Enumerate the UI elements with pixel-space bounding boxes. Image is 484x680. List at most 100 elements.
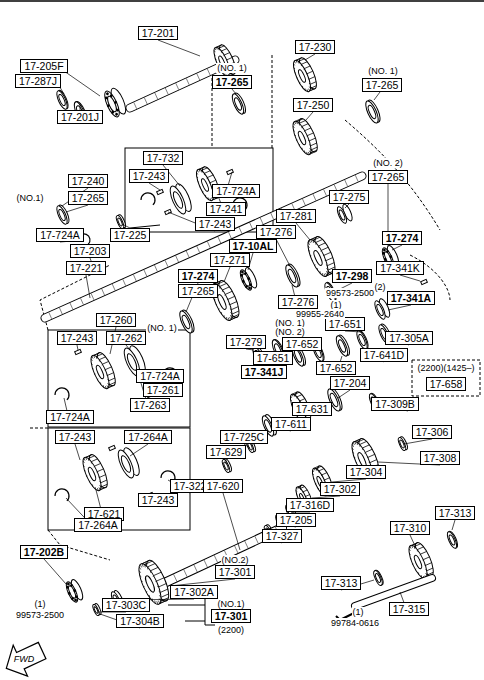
callout-box: 17-264A [74,518,122,532]
leader-line [75,444,80,460]
bearing-balls [238,269,254,291]
leader-line [226,459,227,464]
leader-line [77,345,78,350]
callout-number: 17-308 [424,452,457,464]
callout-number: 17-201J [61,111,99,123]
leader-line [130,444,148,456]
callout-box: 17-620 [203,479,244,493]
callout-box: 17-303C [102,598,150,612]
header-rule [0,0,484,2]
callout-box: 17-201J [57,110,103,124]
callout-number: 17-724A [140,370,180,382]
callout-box: 17-287J [15,74,61,88]
callout-number: 17-205 [280,514,313,526]
callout-box: 17-243 [138,493,179,507]
ring [64,578,85,603]
callout-box: 17-265 [362,78,403,92]
spring-clip [141,193,155,205]
callout-number: 17-264A [78,519,118,531]
callout-number: 17-652 [320,362,353,374]
callout-box: 17-243 [129,169,170,183]
leader-line [232,89,236,94]
leader-line [158,40,200,56]
callout-box: 17-241 [206,202,247,216]
callout-box: 17-313 [435,506,476,520]
callout-number: 17-724A [50,411,90,423]
callout-number: 17-651 [257,352,290,364]
part-note: 99784-0616 [330,618,380,628]
ring [445,530,459,549]
shift-key [109,445,116,450]
callout-box: 17-302 [320,482,361,496]
part-note: (NO. 2) [274,327,306,337]
callout-number: 17-276 [282,296,315,308]
callout-number: 17-322 [174,480,207,492]
callout-number: 17-641D [364,349,404,361]
callout-number: 17-243 [133,170,166,182]
callout-number: 17-10AL [233,240,274,252]
callout-box: 17-724A [136,369,184,383]
callout-box: 17-724A [46,410,94,424]
ring [102,86,129,118]
callout-number: 17-265 [366,79,399,91]
callout-number: 17-281 [280,210,313,222]
callout-box: 17-301 [211,609,252,623]
callout-box: 17-243 [57,331,98,345]
callout-number: 17-302A [174,586,214,598]
callout-box: 17-205F [20,59,67,73]
group-frame [48,330,190,427]
callout-box: 17-205 [276,513,317,527]
callout-box: 17-724A [212,184,260,198]
fwd-arrow [0,635,49,680]
callout-number: 17-652 [286,338,319,350]
ring [238,266,259,291]
callout-box: 17-341K [376,261,424,275]
callout-box: 17-10AL [229,239,278,253]
callout-box: 17-202B [20,545,68,559]
callout-number: 17-327 [266,530,299,542]
ring [177,309,196,335]
part-note: (2200) [217,625,245,635]
part-note: (2) [374,282,387,292]
callout-number: 17-631 [296,403,329,415]
callout-box: 17-641D [360,348,408,362]
callout-number: 17-611 [275,418,307,430]
callout-number: 17-316D [290,499,330,511]
callout-number: 17-230 [299,41,332,53]
ring [372,569,385,586]
shaft [45,175,362,319]
ring [283,263,302,289]
callout-box: 17-309B [371,397,419,411]
group-frame [125,148,273,232]
callout-box: 17-265 [212,75,253,89]
callout-box: 17-302A [170,585,218,599]
callout-box: 17-265 [68,191,109,205]
callout-number: 17-313 [325,577,358,589]
part-note: FWD [13,654,36,664]
callout-number: 17-243 [61,332,94,344]
callout-number: 17-221 [70,262,103,274]
leader-line [66,205,88,212]
leader-line [392,245,402,250]
callout-box: 17-274 [178,269,219,283]
part-note: (NO.1) [217,599,246,609]
callout-box: 17-316D [286,498,334,512]
part-note: (NO.2) [221,555,250,565]
callout-number: 17-629 [210,446,243,458]
callout-number: 17-271 [214,254,247,266]
callout-number: 17-201 [142,27,175,39]
callout-box: 17-305A [385,331,433,345]
callout-number: 17-225 [114,229,147,241]
part-note: (NO. 1) [367,66,399,76]
leader-line [276,239,290,266]
callout-box: 17-652 [316,361,357,375]
dashed-guide [212,55,272,148]
gear [290,56,320,94]
callout-number: 17-274 [182,270,215,282]
ring [55,89,70,111]
callout-box: 17-724A [36,228,84,242]
shift-key [157,189,164,194]
shift-key [421,279,428,284]
callout-box: 17-265 [178,284,219,298]
